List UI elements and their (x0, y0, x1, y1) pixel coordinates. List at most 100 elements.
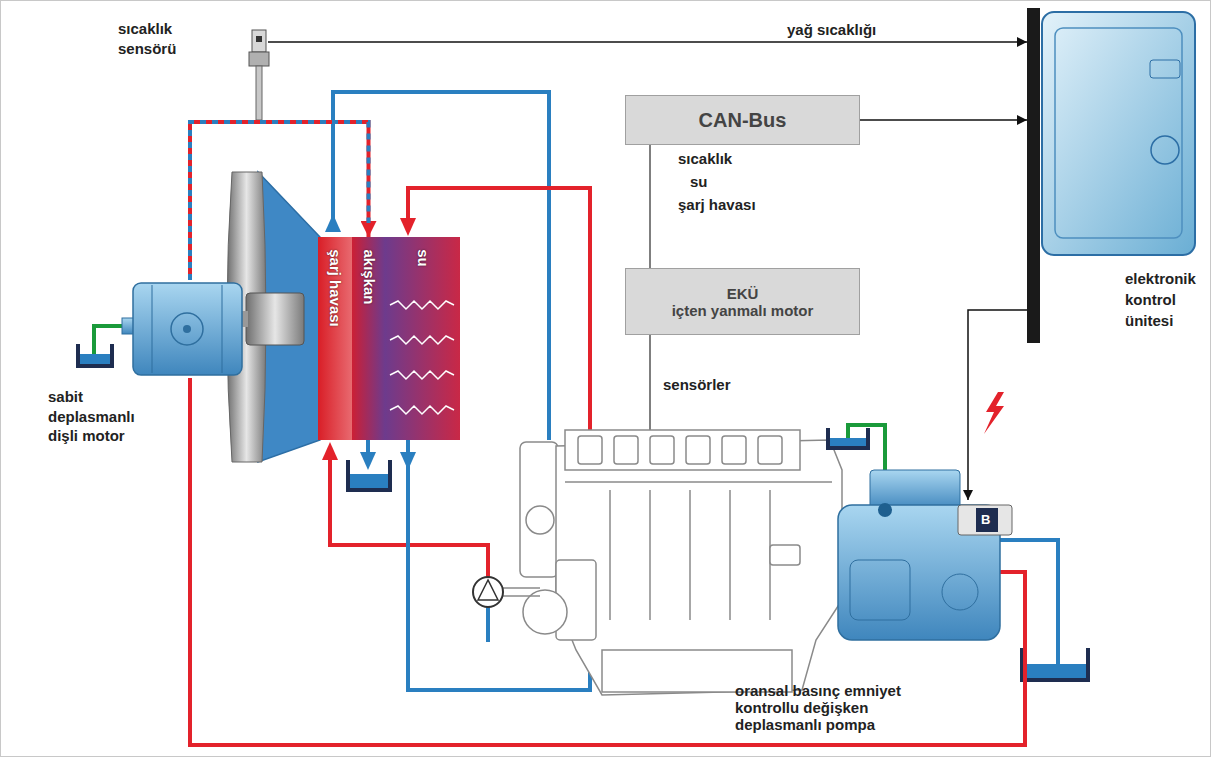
coolant-line (400, 452, 416, 470)
control-arrow (968, 310, 1027, 500)
charge-air-line (333, 92, 549, 440)
signal-arrow (860, 120, 1027, 121)
control-unit-node: elektronik kontrol ünitesi (1027, 8, 1207, 343)
temperature-sensor (249, 30, 269, 120)
radiator (390, 406, 454, 414)
sensor-label: sıcaklık sensörü (118, 19, 200, 58)
control-unit-housing (1027, 8, 1040, 343)
signal-name: sıcaklık (678, 150, 732, 168)
radiator (390, 371, 454, 379)
variable-pump (878, 503, 892, 517)
variable-pump (828, 428, 868, 448)
combustion-engine (614, 436, 638, 464)
solenoid-letter: B (978, 511, 993, 529)
charge-air-line (322, 442, 338, 460)
charge-air-line (325, 214, 341, 232)
signal-name: şarj havası (678, 196, 756, 214)
radiator (318, 237, 460, 440)
pump-label: oransal basınç emniyet kontrollu değişke… (735, 682, 955, 733)
variable-pump (830, 438, 866, 446)
gear-motor (222, 285, 223, 373)
combustion-engine (650, 436, 674, 464)
band-label: akışkan (360, 249, 377, 304)
sensor-node: sıcaklık sensörü (100, 15, 268, 115)
charge-air-compressor (473, 577, 540, 642)
charge-air-band: şarj havası (318, 237, 352, 440)
combustion-engine (556, 440, 842, 695)
charge-air-compressor (503, 587, 540, 589)
fluid-return-line (348, 460, 390, 490)
combustion-engine (565, 481, 832, 483)
control-unit-housing (1150, 60, 1180, 78)
variable-pump (942, 574, 978, 610)
signal-arrow (268, 41, 1027, 43)
pressure-line (190, 378, 1025, 745)
gear-motor (183, 325, 191, 333)
variable-pump (850, 560, 910, 620)
control-unit-label: elektronik kontrol ünitesi (1125, 268, 1205, 331)
control-unit-housing (1055, 28, 1182, 238)
variable-pump (976, 508, 998, 532)
charge-air-compressor (473, 577, 503, 607)
charge-air-compressor (486, 607, 490, 642)
combustion-engine (770, 545, 800, 565)
signal-arrow (860, 119, 1027, 121)
combustion-engine (526, 506, 554, 534)
combustion-engine (686, 436, 710, 464)
coolant-line (400, 218, 416, 236)
combustion-engine (520, 442, 558, 577)
radiator (385, 237, 460, 440)
fan (246, 293, 304, 345)
combustion-engine (689, 490, 691, 620)
signal-bolt (984, 392, 1004, 434)
control-arrow (968, 310, 1027, 500)
engine-sensor-line (649, 335, 651, 432)
combustion-engine (609, 490, 611, 620)
band-label: şarj havası (327, 249, 344, 327)
water-band: su (385, 237, 460, 440)
charge-air-compressor (503, 595, 540, 597)
edge-label: yağ sıcaklığı (785, 21, 878, 39)
temperature-sensor (256, 66, 262, 120)
fluid-band: akışkan (352, 237, 385, 440)
combustion-engine (520, 430, 842, 695)
radiator (318, 237, 352, 440)
bus-title: CAN-Bus (699, 109, 787, 132)
gear-motor (171, 313, 203, 345)
signal-bolt (984, 392, 1004, 434)
gear-motor (152, 285, 153, 373)
combustion-engine (729, 490, 731, 620)
gear-motor (78, 344, 112, 366)
combustion-engine (722, 436, 746, 464)
gear-motor (78, 283, 242, 375)
variable-pump (1000, 540, 1058, 664)
signal-name: sensörler (663, 376, 731, 394)
temperature-sensor (249, 52, 269, 66)
combustion-engine (578, 436, 602, 464)
gear-motor-node: sabit deplasmanlı dişli motor (130, 280, 242, 378)
charge-air-compressor (478, 580, 498, 600)
temperature-sensor (256, 36, 262, 42)
radiator (390, 301, 454, 309)
gear-motor (94, 326, 125, 356)
ecu-heading: EKÜ (727, 285, 759, 302)
fluid-return-line (350, 474, 388, 488)
engine-ecu-box: EKÜiçten yanmalı motor (625, 268, 860, 335)
motor-label: sabit deplasmanlı dişli motor (48, 387, 158, 446)
signal-line (649, 145, 651, 268)
signal-line (650, 145, 651, 268)
control-unit-housing (1042, 12, 1195, 255)
fluid-return-line (360, 452, 376, 470)
combustion-engine (649, 490, 651, 620)
radiator (390, 336, 454, 344)
radiator (352, 237, 385, 440)
signal-arrow (268, 42, 1027, 43)
gear-motor (80, 354, 110, 364)
can-bus-box: CAN-Bus (625, 95, 860, 145)
fluid-return-line (348, 440, 390, 490)
ecu-body: içten yanmalı motor (672, 302, 814, 319)
combustion-engine (758, 436, 782, 464)
